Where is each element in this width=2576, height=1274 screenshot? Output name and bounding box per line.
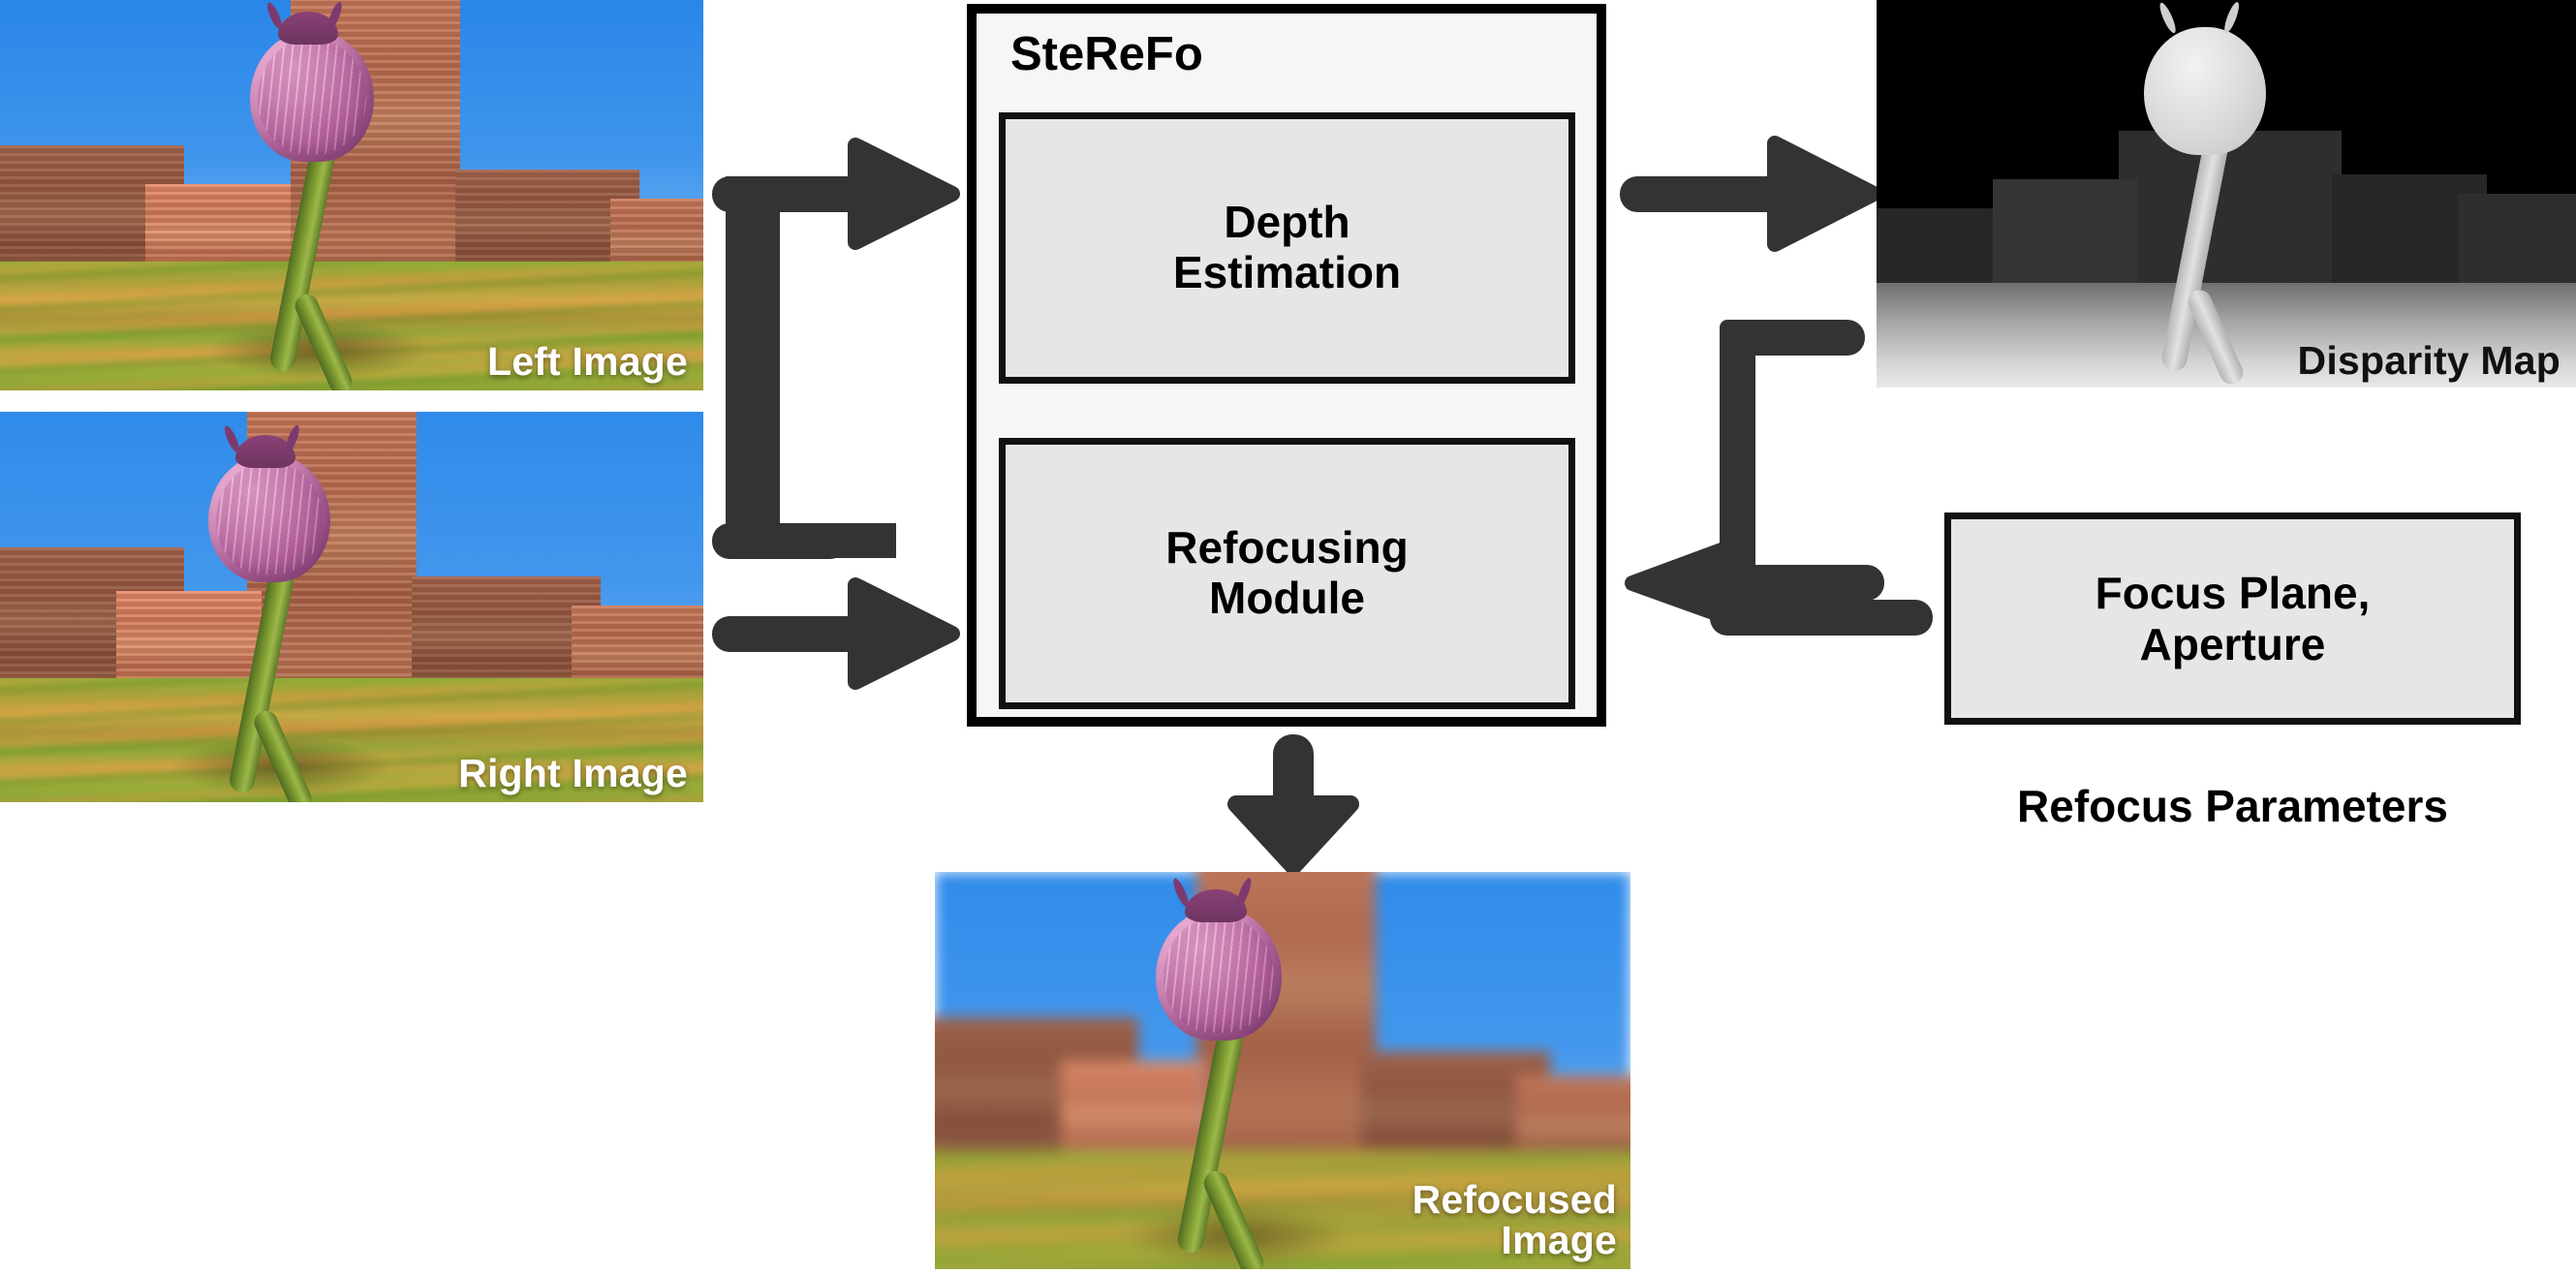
focus-plane-aperture-label: Focus Plane, Aperture	[2095, 568, 2371, 669]
left-image-scene	[0, 0, 703, 390]
disparity-map-caption: Disparity Map	[2297, 338, 2560, 384]
arrow-left-split	[712, 138, 960, 559]
flower-bulb	[208, 454, 330, 582]
disparity-map-scene	[1877, 0, 2576, 388]
left-image-panel: Left Image	[0, 0, 703, 390]
left-image-caption: Left Image	[486, 339, 688, 385]
right-image-panel: Right Image	[0, 412, 703, 802]
refocused-image-panel: Refocused Image	[935, 872, 1630, 1269]
disparity-map-panel: Disparity Map	[1877, 0, 2576, 388]
arrow-params-to-refocus	[1710, 600, 1933, 636]
refocused-image-caption: Refocused Image	[1412, 1177, 1617, 1263]
pipeline-title: SteReFo	[1010, 28, 1203, 80]
arrow-disparity-to-refocus	[1625, 320, 1884, 623]
refocusing-module-label-line2: Module	[1209, 573, 1365, 623]
refocusing-module-label-line1: Refocusing	[1165, 522, 1409, 574]
focus-plane-label-line2: Aperture	[2139, 618, 2326, 669]
depth-estimation-label: Depth Estimation	[1173, 198, 1401, 297]
refocusing-module: Refocusing Module	[999, 438, 1575, 709]
right-image-caption: Right Image	[458, 751, 688, 796]
flower-bulb	[250, 31, 374, 162]
refocused-image-scene	[935, 872, 1630, 1269]
arrow-right-image-to-refocus	[712, 577, 960, 690]
arrow-depth-to-disparity	[1620, 136, 1881, 252]
depth-estimation-label-line2: Estimation	[1172, 247, 1402, 297]
focus-plane-aperture-box: Focus Plane, Aperture	[1944, 513, 2521, 725]
refocused-caption-line2: Image	[1501, 1218, 1617, 1263]
depth-estimation-module: Depth Estimation	[999, 112, 1575, 384]
right-image-scene	[0, 412, 703, 802]
disparity-bulb	[2144, 27, 2266, 155]
refocus-parameters-label: Refocus Parameters	[2017, 781, 2448, 831]
flower-bulb	[1156, 909, 1282, 1041]
arrow-refocus-to-output	[1227, 734, 1359, 875]
focus-plane-label-line1: Focus Plane,	[2095, 568, 2371, 619]
refocused-caption-line1: Refocused	[1412, 1177, 1617, 1223]
depth-estimation-label-line1: Depth	[1224, 197, 1350, 248]
refocusing-module-label: Refocusing Module	[1165, 523, 1408, 623]
